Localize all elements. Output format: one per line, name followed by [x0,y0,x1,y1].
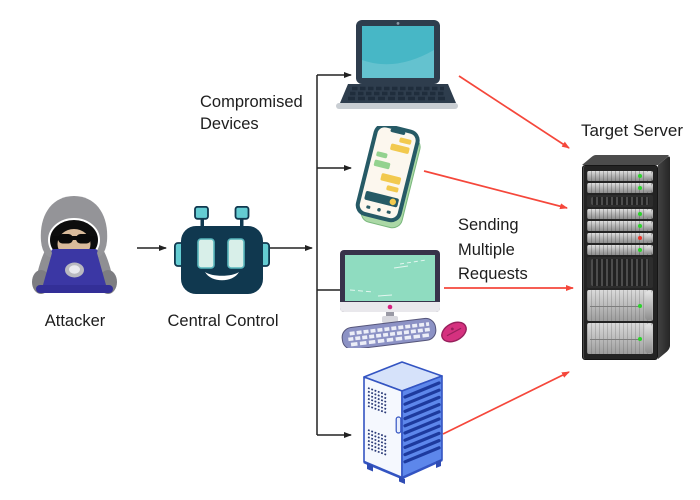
attacker-label: Attacker [44,312,106,330]
laptop-screen [362,26,434,78]
chat-bubbles [373,137,412,193]
rack-top-face [582,155,670,165]
server-unit-bay [587,323,653,354]
led-red [638,236,642,240]
connection-tower-to-server [442,371,570,435]
antenna-tip-right [234,206,250,220]
smartphone-icon [355,126,421,229]
bezel-logo-dot [387,304,393,310]
robot-smile [205,272,239,281]
laptop-keys [348,86,448,101]
sunglasses [52,234,97,244]
laptop-logo-inner [69,265,80,274]
led-green [638,174,642,178]
compromised-devices-label: Compromised Devices [200,93,303,133]
tower-door-handle [395,416,402,434]
mouse [441,321,467,343]
led-green [638,224,642,228]
antenna-stem-left [200,214,204,230]
led-green [638,336,642,341]
phone-notch [390,128,406,135]
monitor-neck [386,312,394,316]
webcam-dot [396,22,400,25]
target-server-label: Target Server [580,121,684,140]
server-tower-icon [363,361,443,484]
laptop-icon [336,20,458,109]
server-unit-vent-tall [587,257,653,288]
tower-feet [367,459,441,484]
rack-side-face [658,154,670,359]
phone-nav-icons [366,205,391,214]
central-control-label: Central Control [167,312,279,330]
keyboard [341,317,437,348]
robot-eye-left [197,238,215,269]
server-unit-vent [587,195,653,207]
server-unit-bay [587,290,653,321]
send-button-dot [389,198,397,206]
hacker-laptop-base [36,285,113,293]
robot-head [181,226,263,294]
rack-front-face [582,165,658,360]
server-rack-icon [578,150,678,365]
server-unit-slat [587,183,653,193]
connection-phone-to-server [423,170,568,210]
screen-scribbles [349,259,427,297]
server-unit-slat [587,221,653,231]
robot-eye-right [227,238,245,269]
server-unit-slat [587,171,653,181]
screen-sheen [362,50,434,78]
sending-requests-label: Sending Multiple Requests [458,216,528,283]
antenna-tip-left [194,206,209,220]
connection-laptop-to-server [458,75,570,149]
led-green [638,186,642,190]
server-unit-slat [587,209,653,219]
hooded-hacker-icon [32,196,117,294]
server-unit-slat [587,245,653,255]
rack-slots [403,381,441,464]
monitor-screen [345,255,435,301]
robot-icon [174,206,270,294]
antenna-stem-right [240,214,244,230]
monitor-stand [382,316,398,323]
led-green [638,212,642,216]
laptop-base-bar [336,103,458,109]
server-unit-slat [587,233,653,243]
led-green [638,303,642,308]
led-green [638,248,642,252]
desktop-computer-icon [340,250,467,348]
